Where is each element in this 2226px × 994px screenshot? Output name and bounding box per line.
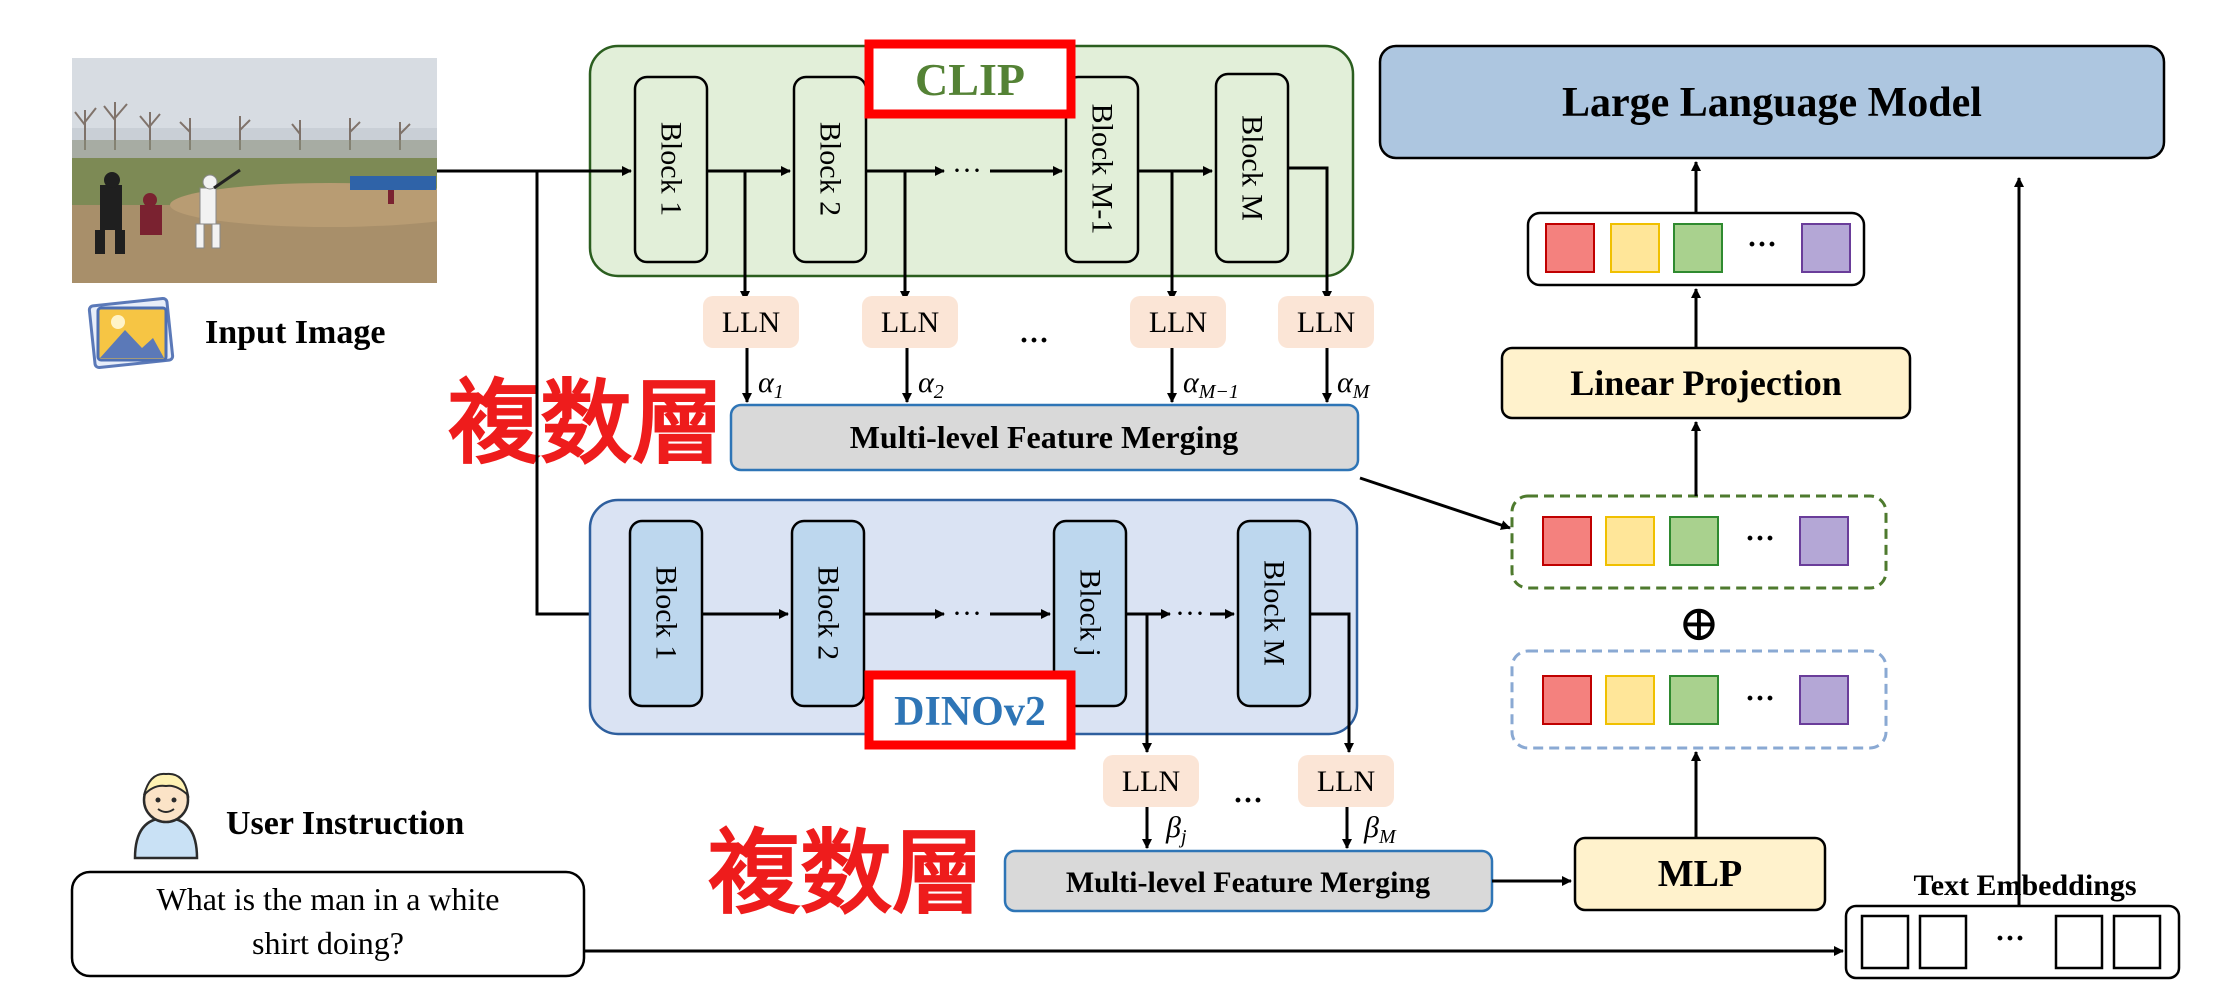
dino-block-m: Block M <box>1236 519 1312 708</box>
clip-token-ellipsis: ··· <box>1745 522 1775 555</box>
clip-alpha-arrows <box>742 348 1332 403</box>
dino-merge-box: Multi-level Feature Merging <box>1003 849 1494 913</box>
dino-block-1-label: Block 1 <box>650 566 683 660</box>
clip-block-m-label: Block M <box>1236 115 1269 221</box>
user-instruction-label: User Instruction <box>226 805 464 842</box>
linear-projection-box: Linear Projection <box>1500 346 1912 420</box>
user-question-line-2: shirt doing? <box>252 925 404 961</box>
dino-block-2-label: Block 2 <box>812 566 845 660</box>
dino-flow-arrows <box>702 609 1354 753</box>
dino-block-ellipsis-2: ··· <box>1175 597 1205 630</box>
alpha-1: α1 <box>758 366 784 403</box>
multi-layer-annotation-bottom: 複数層 <box>708 820 984 927</box>
clip-lln-m: LLN <box>1278 296 1374 348</box>
alpha-2: α2 <box>918 366 944 403</box>
llm-box: Large Language Model <box>1378 44 2166 160</box>
dino-lln-m: LLN <box>1298 755 1394 807</box>
clip-flow-arrows <box>437 166 1332 301</box>
mlp-box: MLP <box>1573 836 1827 912</box>
llm-label: Large Language Model <box>1562 80 1982 126</box>
dino-title: DINOv2 <box>894 689 1046 735</box>
clip-block-m: Block M <box>1214 72 1290 264</box>
clip-title: CLIP <box>915 54 1025 105</box>
clip-token-row: ··· <box>1510 494 1888 590</box>
dino-block-2: Block 2 <box>790 519 866 708</box>
dino-beta-arrows <box>1142 807 1352 849</box>
beta-m: βM <box>1363 811 1397 848</box>
clip-lln-1: LLN <box>703 296 799 348</box>
dino-token-row: ··· <box>1510 649 1888 750</box>
clip-lln-m-label: LLN <box>1297 306 1355 339</box>
clip-lln-2: LLN <box>862 296 958 348</box>
clip-lln-m-1-label: LLN <box>1149 306 1207 339</box>
dino-lln-j-label: LLN <box>1122 765 1180 798</box>
user-avatar-icon <box>133 772 199 860</box>
clip-merge-label: Multi-level Feature Merging <box>850 419 1239 455</box>
input-photo <box>72 58 437 283</box>
dino-block-ellipsis-1: ··· <box>952 597 982 630</box>
dino-block-j: Block j <box>1052 519 1128 708</box>
clip-block-m-1-label: Block M-1 <box>1086 104 1119 235</box>
alpha-m: αM <box>1337 366 1371 403</box>
right-flow-arrows <box>1359 161 2024 905</box>
clip-lln-2-label: LLN <box>881 306 939 339</box>
multi-layer-annotation-top: 複数層 <box>448 370 724 477</box>
dino-lln-m-label: LLN <box>1317 765 1375 798</box>
clip-block-m-1: Block M-1 <box>1064 75 1140 264</box>
clip-title-highlight <box>864 39 1076 119</box>
dino-block-1: Block 1 <box>628 519 704 708</box>
alpha-m-1: αM−1 <box>1183 366 1239 403</box>
text-embeddings-label: Text Embeddings <box>1913 869 2136 902</box>
clip-block-2-label: Block 2 <box>814 122 847 216</box>
clip-block-1-label: Block 1 <box>655 122 688 216</box>
dino-block-m-label: Block M <box>1258 560 1291 666</box>
linear-projection-label: Linear Projection <box>1570 363 1842 403</box>
dino-lln-ellipsis: ··· <box>1233 784 1263 817</box>
user-question-box: What is the man in a white shirt doing? <box>70 870 586 978</box>
clip-merge-box: Multi-level Feature Merging <box>729 403 1360 472</box>
clip-lln-m-1: LLN <box>1130 296 1226 348</box>
clip-lln-1-label: LLN <box>722 306 780 339</box>
dino-block-j-label: Block j <box>1074 569 1107 657</box>
dino-lln-j: LLN <box>1103 755 1199 807</box>
dino-merge-label: Multi-level Feature Merging <box>1066 866 1430 899</box>
text-embeddings-box: ··· <box>1844 904 2181 980</box>
dino-token-ellipsis: ··· <box>1745 682 1775 715</box>
projected-token-ellipsis: ··· <box>1747 228 1777 261</box>
beta-j: βj <box>1165 811 1187 848</box>
picture-icon <box>87 296 175 370</box>
projected-token-row: ··· <box>1526 211 1866 287</box>
clip-lln-ellipsis: ··· <box>1019 324 1049 357</box>
input-image-label: Input Image <box>205 314 385 351</box>
plus-symbol: ⊕ <box>1678 595 1720 651</box>
clip-block-ellipsis: ··· <box>952 154 982 187</box>
clip-block-2: Block 2 <box>792 75 868 264</box>
mlp-label: MLP <box>1658 853 1742 895</box>
clip-block-1: Block 1 <box>633 75 709 264</box>
text-embeddings-ellipsis: ··· <box>1995 922 2025 955</box>
dino-title-highlight <box>864 670 1076 750</box>
user-question-line-1: What is the man in a white <box>156 881 499 917</box>
